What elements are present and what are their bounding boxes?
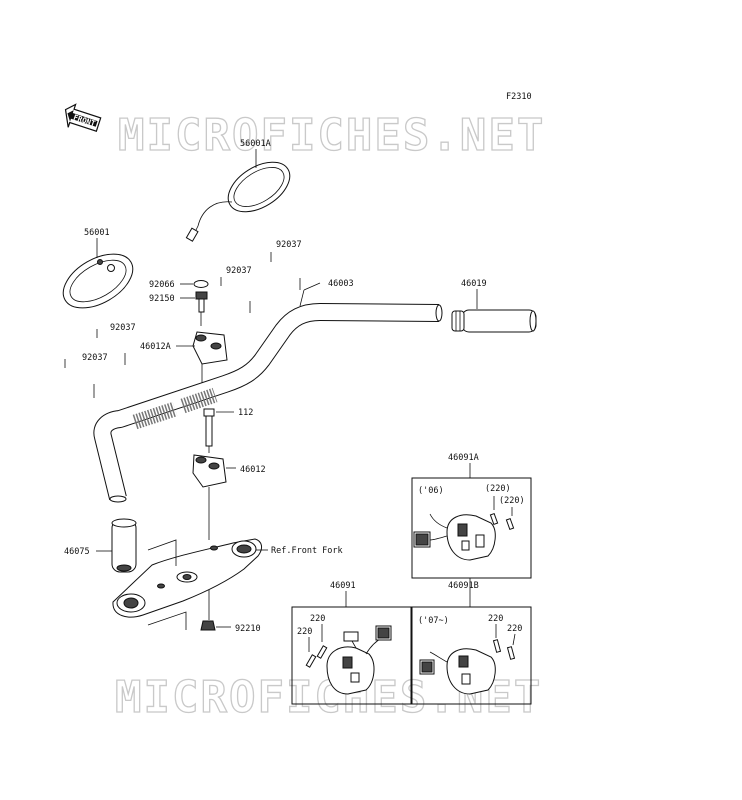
front-arrow-icon: FRONT: [64, 103, 102, 132]
bolt-92150: [195, 291, 208, 313]
switch-right-b: [419, 639, 516, 695]
label-nut: 92210: [235, 624, 261, 634]
label-mirror-left: 56001: [84, 228, 110, 238]
nut-92210: [200, 620, 216, 631]
handlebar: [93, 303, 443, 503]
diagram-code: F2310: [506, 92, 532, 102]
mirror-right: [185, 161, 291, 242]
label-switch-right-b: 46091B: [448, 581, 479, 591]
label-handlebar: 46003: [328, 279, 354, 289]
label-clamp-bolt-c: 92037: [110, 323, 136, 333]
label-screw-d: 220: [507, 624, 522, 634]
label-holder-lower: 46012: [240, 465, 266, 475]
label-grip-right: 46019: [461, 279, 487, 289]
box-switch-left: [291, 606, 412, 705]
label-screw-e: 220: [310, 614, 325, 624]
box-switch-right-b: [411, 606, 532, 705]
label-mirror-right: 56001A: [240, 139, 271, 149]
label-ref-front-fork: Ref.Front Fork: [271, 546, 343, 556]
label-screw-a: (220): [485, 484, 511, 494]
label-grip-left: 46075: [64, 547, 90, 557]
label-switch-right-a: 46091A: [448, 453, 479, 463]
clamp-bolt-left-upper: [90, 329, 133, 365]
switch-right-a: [413, 512, 515, 561]
label-cap: 92066: [149, 280, 175, 290]
label-bolt: 92150: [149, 294, 175, 304]
note-year-a: ('06): [418, 486, 444, 496]
clamp-bolt-upper-right: [264, 252, 307, 290]
label-clamp-bolt-a: 92037: [276, 240, 302, 250]
label-clamp-bolt-b: 92037: [226, 266, 252, 276]
bolt-112: [203, 408, 215, 447]
label-screw-c: 220: [488, 614, 503, 624]
holder-upper: [192, 331, 228, 365]
label-screw-f: 220: [297, 627, 312, 637]
triple-clamp: [112, 538, 263, 630]
box-switch-right-a: [411, 477, 532, 579]
switch-left: [305, 625, 392, 695]
note-year-b: ('07~): [418, 616, 449, 626]
watermark-top: MICROFICHES.NET: [118, 110, 545, 161]
label-holder-upper: 46012A: [140, 342, 171, 352]
label-screw-b: (220): [499, 496, 525, 506]
label-switch-left: 46091: [330, 581, 356, 591]
cap-part: [193, 280, 209, 288]
clamp-bolt-left-lower: [58, 359, 102, 398]
label-bolt-112: 112: [238, 408, 253, 418]
holder-lower: [192, 454, 227, 488]
grip-right: [451, 309, 537, 333]
grip-left: [111, 518, 137, 573]
label-clamp-bolt-d: 92037: [82, 353, 108, 363]
clamp-bolt-center: [214, 277, 258, 313]
mirror-left: [62, 253, 134, 309]
